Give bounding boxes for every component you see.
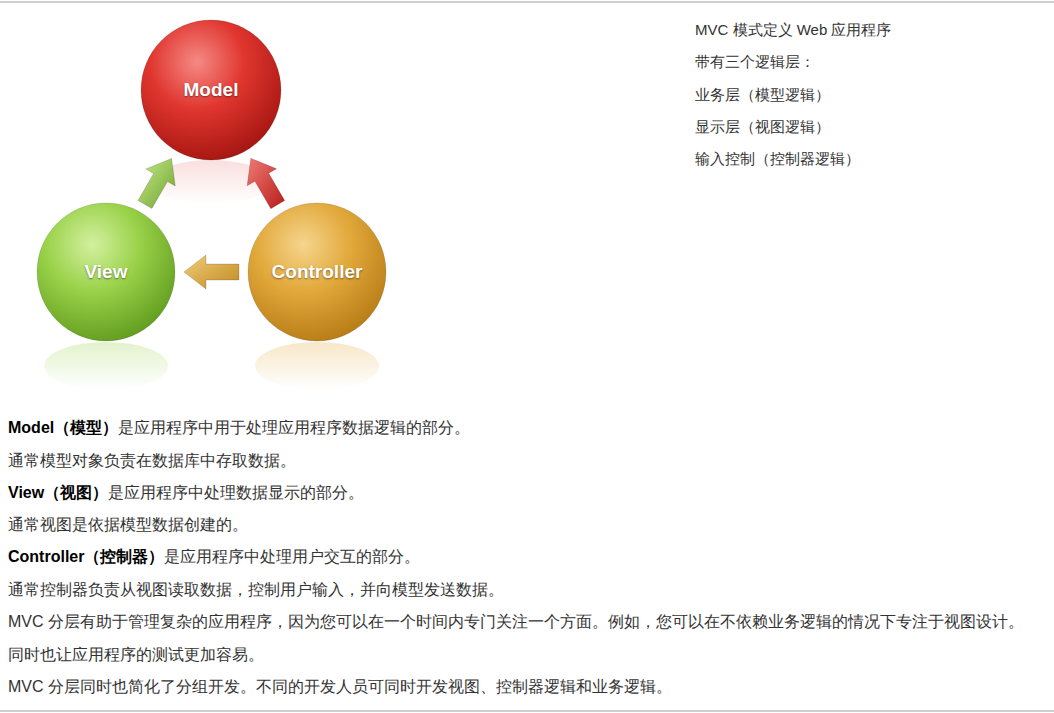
node-label: Model <box>184 79 239 101</box>
text-line: 是应用程序中处理用户交互的部分。 <box>164 548 420 565</box>
bold-term: Controller（控制器） <box>8 548 164 565</box>
node-label-group: View <box>85 261 128 283</box>
block-arrow <box>138 158 175 208</box>
text-line: 是应用程序中用于处理应用程序数据逻辑的部分。 <box>118 419 470 436</box>
text-line: 通常视图是依据模型数据创建的。 <box>8 516 248 533</box>
text-line: 业务层（模型逻辑） <box>695 86 830 103</box>
text-row: Controller（控制器）是应用程序中处理用户交互的部分。 <box>8 547 420 567</box>
bold-term: View（视图） <box>8 484 108 501</box>
text-line: 是应用程序中处理数据显示的部分。 <box>108 484 364 501</box>
text-row: MVC 分层有助于管理复杂的应用程序，因为您可以在一个时间内专门关注一个方面。例… <box>8 612 1024 632</box>
text-row: 同时也让应用程序的测试更加容易。 <box>8 645 264 665</box>
reflection <box>44 342 168 390</box>
text-line: 同时也让应用程序的测试更加容易。 <box>8 646 264 663</box>
text-row: 通常模型对象负责在数据库中存取数据。 <box>8 451 296 471</box>
node-label: Controller <box>272 261 363 283</box>
node-label-group: Model <box>184 79 239 101</box>
reflection <box>255 342 379 390</box>
rule-line <box>0 1 1054 3</box>
text-line: MVC 分层同时也简化了分组开发。不同的开发人员可同时开发视图、控制器逻辑和业务… <box>8 678 672 695</box>
text-line: MVC 模式定义 Web 应用程序 <box>695 21 891 38</box>
text-line: MVC 分层有助于管理复杂的应用程序，因为您可以在一个时间内专门关注一个方面。例… <box>8 613 1024 630</box>
circle-node: View <box>36 202 176 342</box>
text-row: 显示层（视图逻辑） <box>695 117 830 137</box>
text-line: 通常控制器负责从视图读取数据，控制用户输入，并向模型发送数据。 <box>8 581 504 598</box>
text-row: MVC 模式定义 Web 应用程序 <box>695 20 891 40</box>
circle-node: Model <box>140 19 282 161</box>
block-arrow <box>247 158 285 208</box>
text-line: 输入控制（控制器逻辑） <box>695 150 860 167</box>
text-row: 输入控制（控制器逻辑） <box>695 149 860 169</box>
text-row: 通常控制器负责从视图读取数据，控制用户输入，并向模型发送数据。 <box>8 580 504 600</box>
text-row: Model（模型）是应用程序中用于处理应用程序数据逻辑的部分。 <box>8 418 470 438</box>
block-arrow <box>184 255 239 289</box>
text-row: 通常视图是依据模型数据创建的。 <box>8 515 248 535</box>
text-line: 显示层（视图逻辑） <box>695 118 830 135</box>
text-line: 通常模型对象负责在数据库中存取数据。 <box>8 452 296 469</box>
circle-node: Controller <box>247 202 387 342</box>
node-label-group: Controller <box>272 261 363 283</box>
text-row: View（视图）是应用程序中处理数据显示的部分。 <box>8 483 364 503</box>
text-line: 带有三个逻辑层： <box>695 53 815 70</box>
text-row: 带有三个逻辑层： <box>695 52 815 72</box>
text-row: 业务层（模型逻辑） <box>695 85 830 105</box>
bold-term: Model（模型） <box>8 419 118 436</box>
text-row: MVC 分层同时也简化了分组开发。不同的开发人员可同时开发视图、控制器逻辑和业务… <box>8 677 672 697</box>
rule-line <box>0 710 1054 712</box>
node-label: View <box>85 261 128 283</box>
